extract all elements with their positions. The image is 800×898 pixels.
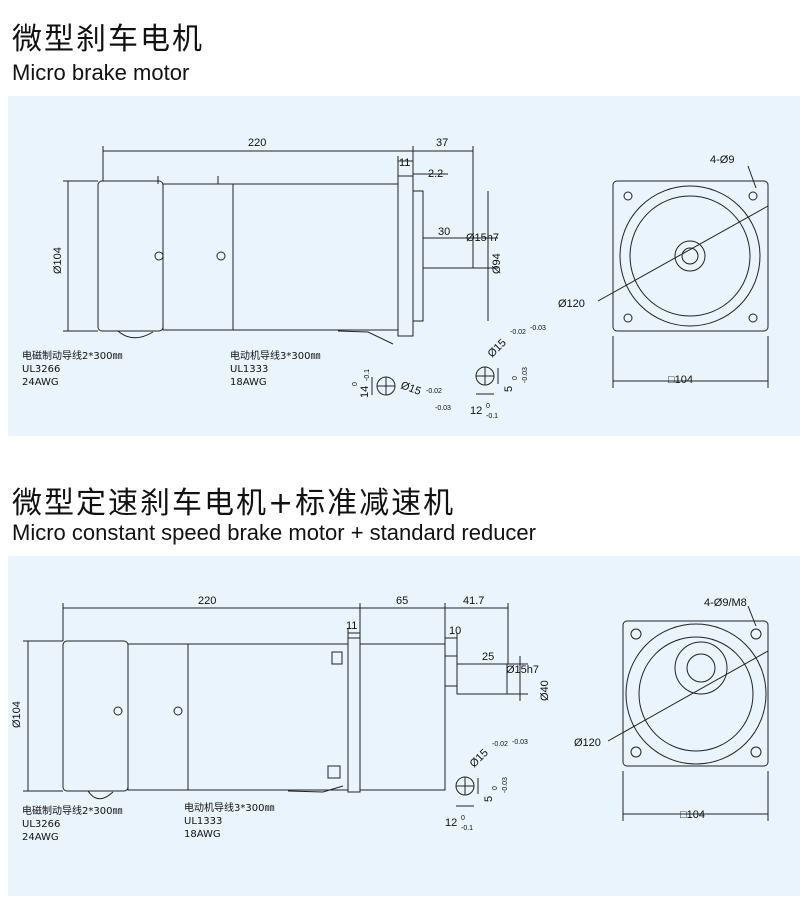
motor-flange [347, 637, 361, 793]
key2-depth-tol-bot: -0.1 [486, 413, 498, 420]
key-dia-tol-bot: -0.03 [512, 739, 528, 746]
key2-width-tol-bot: -0.03 [522, 367, 529, 383]
dim-bolt-holes: 4-Ø9/M8 [704, 597, 747, 609]
dim-shaft-len: 30 [438, 226, 450, 238]
dim-length: 220 [248, 137, 266, 149]
key-width-tol-bot: -0.03 [502, 777, 509, 793]
motor-wire-gauge: 18AWG [184, 829, 221, 840]
section2-title-en: Micro constant speed brake motor + stand… [12, 520, 536, 545]
dim-square: □104 [668, 374, 693, 386]
dim-flange: 11 [346, 620, 357, 632]
motor-wire-spec: UL1333 [230, 364, 268, 375]
front-view-outer-circle [625, 623, 767, 765]
brake-section [162, 183, 234, 331]
dim-pcd: Ø120 [558, 298, 585, 310]
brake-section [127, 643, 189, 791]
motor-wire-name: 电动机导线3*300㎜ [230, 349, 320, 362]
gearbox [359, 643, 446, 791]
motor-wire-exit [287, 785, 344, 793]
key2-width-tol-top: 0 [512, 376, 519, 380]
dim-shaft-total: 41.7 [463, 595, 484, 607]
key1-dia-tol-bot: -0.03 [435, 405, 451, 412]
motor-body [232, 183, 399, 331]
section1-drawing-panel: 220 37 11 2.2 30 Ø15h7 Ø94 Ø104 4-Ø9 Ø12… [8, 96, 800, 436]
key-depth: 12 [445, 817, 457, 829]
section1-drawing: 220 37 11 2.2 30 Ø15h7 Ø94 Ø104 4-Ø9 Ø12… [22, 137, 769, 420]
section2-drawing: 220 65 41.7 11 10 25 Ø15h7 Ø40 Ø104 4-Ø9… [11, 595, 769, 843]
key1-height-tol-bot: -0.1 [364, 369, 371, 381]
dim-length: 220 [198, 595, 216, 607]
dim-shaft-dia: Ø15h7 [506, 664, 539, 676]
brake-housing [97, 180, 164, 332]
front-view-outer-circle [619, 185, 761, 327]
motor-wire-name: 电动机导线3*300㎜ [184, 801, 274, 814]
dim-shaft-dia: Ø15h7 [466, 232, 499, 244]
dim-pilot-dia: Ø94 [491, 253, 503, 274]
key-dia: Ø15 [468, 747, 491, 770]
key1-height-tol-top: 0 [352, 382, 359, 386]
key1-dia: Ø15 [399, 380, 423, 398]
dim-shaft-len: 25 [482, 651, 494, 663]
brake-wire-spec: UL3266 [22, 819, 60, 830]
dim-gearbox: 65 [396, 595, 408, 607]
dim-pcd: Ø120 [574, 737, 601, 749]
motor-flange [397, 175, 414, 337]
brake-wire-gauge: 24AWG [22, 832, 59, 843]
brake-wire-name: 电磁制动导线2*300㎜ [22, 349, 122, 362]
key-width: 5 [483, 796, 495, 802]
motor-wire-gauge: 18AWG [230, 377, 267, 388]
dim-body-dia: Ø104 [11, 701, 23, 728]
motor-body [187, 643, 349, 791]
front-view-hub [674, 641, 728, 695]
key2-depth-tol-top: 0 [486, 403, 490, 410]
section2-drawing-panel: 220 65 41.7 11 10 25 Ø15h7 Ø40 Ø104 4-Ø9… [8, 556, 800, 896]
brake-housing [62, 640, 129, 792]
brake-wire-exit [87, 790, 114, 800]
output-shaft [456, 663, 508, 695]
key2-dia-tol-top: -0.02 [510, 329, 526, 336]
section1-title-en: Micro brake motor [12, 60, 190, 85]
key-depth-tol-top: 0 [461, 815, 465, 822]
dim-flange2: 10 [449, 625, 461, 637]
flange-pilot [412, 190, 424, 322]
front-view-square-flange [622, 620, 769, 767]
motor-wire-exit [337, 330, 394, 345]
section1-title-cn: 微型刹车电机 [12, 22, 204, 57]
dim-shaft-total: 37 [436, 137, 448, 149]
key-depth-tol-bot: -0.1 [461, 825, 473, 832]
section2-title-cn: 微型定速刹车电机+标准减速机 [12, 486, 456, 521]
dim-gap: 2.2 [428, 168, 443, 180]
key2-width: 5 [503, 386, 515, 392]
dim-pilot-dia: Ø40 [539, 680, 551, 701]
brake-wire-exit [117, 330, 154, 339]
dim-body-dia: Ø104 [52, 247, 64, 274]
key1-dia-tol-top: -0.02 [426, 388, 442, 395]
dim-square: □104 [680, 809, 705, 821]
brake-wire-spec: UL3266 [22, 364, 60, 375]
key2-dia-tol-bot: -0.03 [530, 325, 546, 332]
gearbox-flange [444, 655, 458, 687]
key-dia-tol-top: -0.02 [492, 741, 508, 748]
key2-depth: 12 [470, 405, 482, 417]
key2-dia: Ø15 [486, 337, 509, 360]
brake-wire-gauge: 24AWG [22, 377, 59, 388]
motor-wire-spec: UL1333 [184, 816, 222, 827]
front-view-hub [674, 240, 706, 272]
dim-bolt-holes: 4-Ø9 [710, 154, 734, 166]
dim-flange: 11 [399, 157, 410, 169]
brake-wire-name: 电磁制动导线2*300㎜ [22, 804, 122, 817]
front-view-square-flange [612, 180, 769, 332]
key1-height: 14 [359, 386, 371, 398]
key-width-tol-top: 0 [492, 786, 499, 790]
